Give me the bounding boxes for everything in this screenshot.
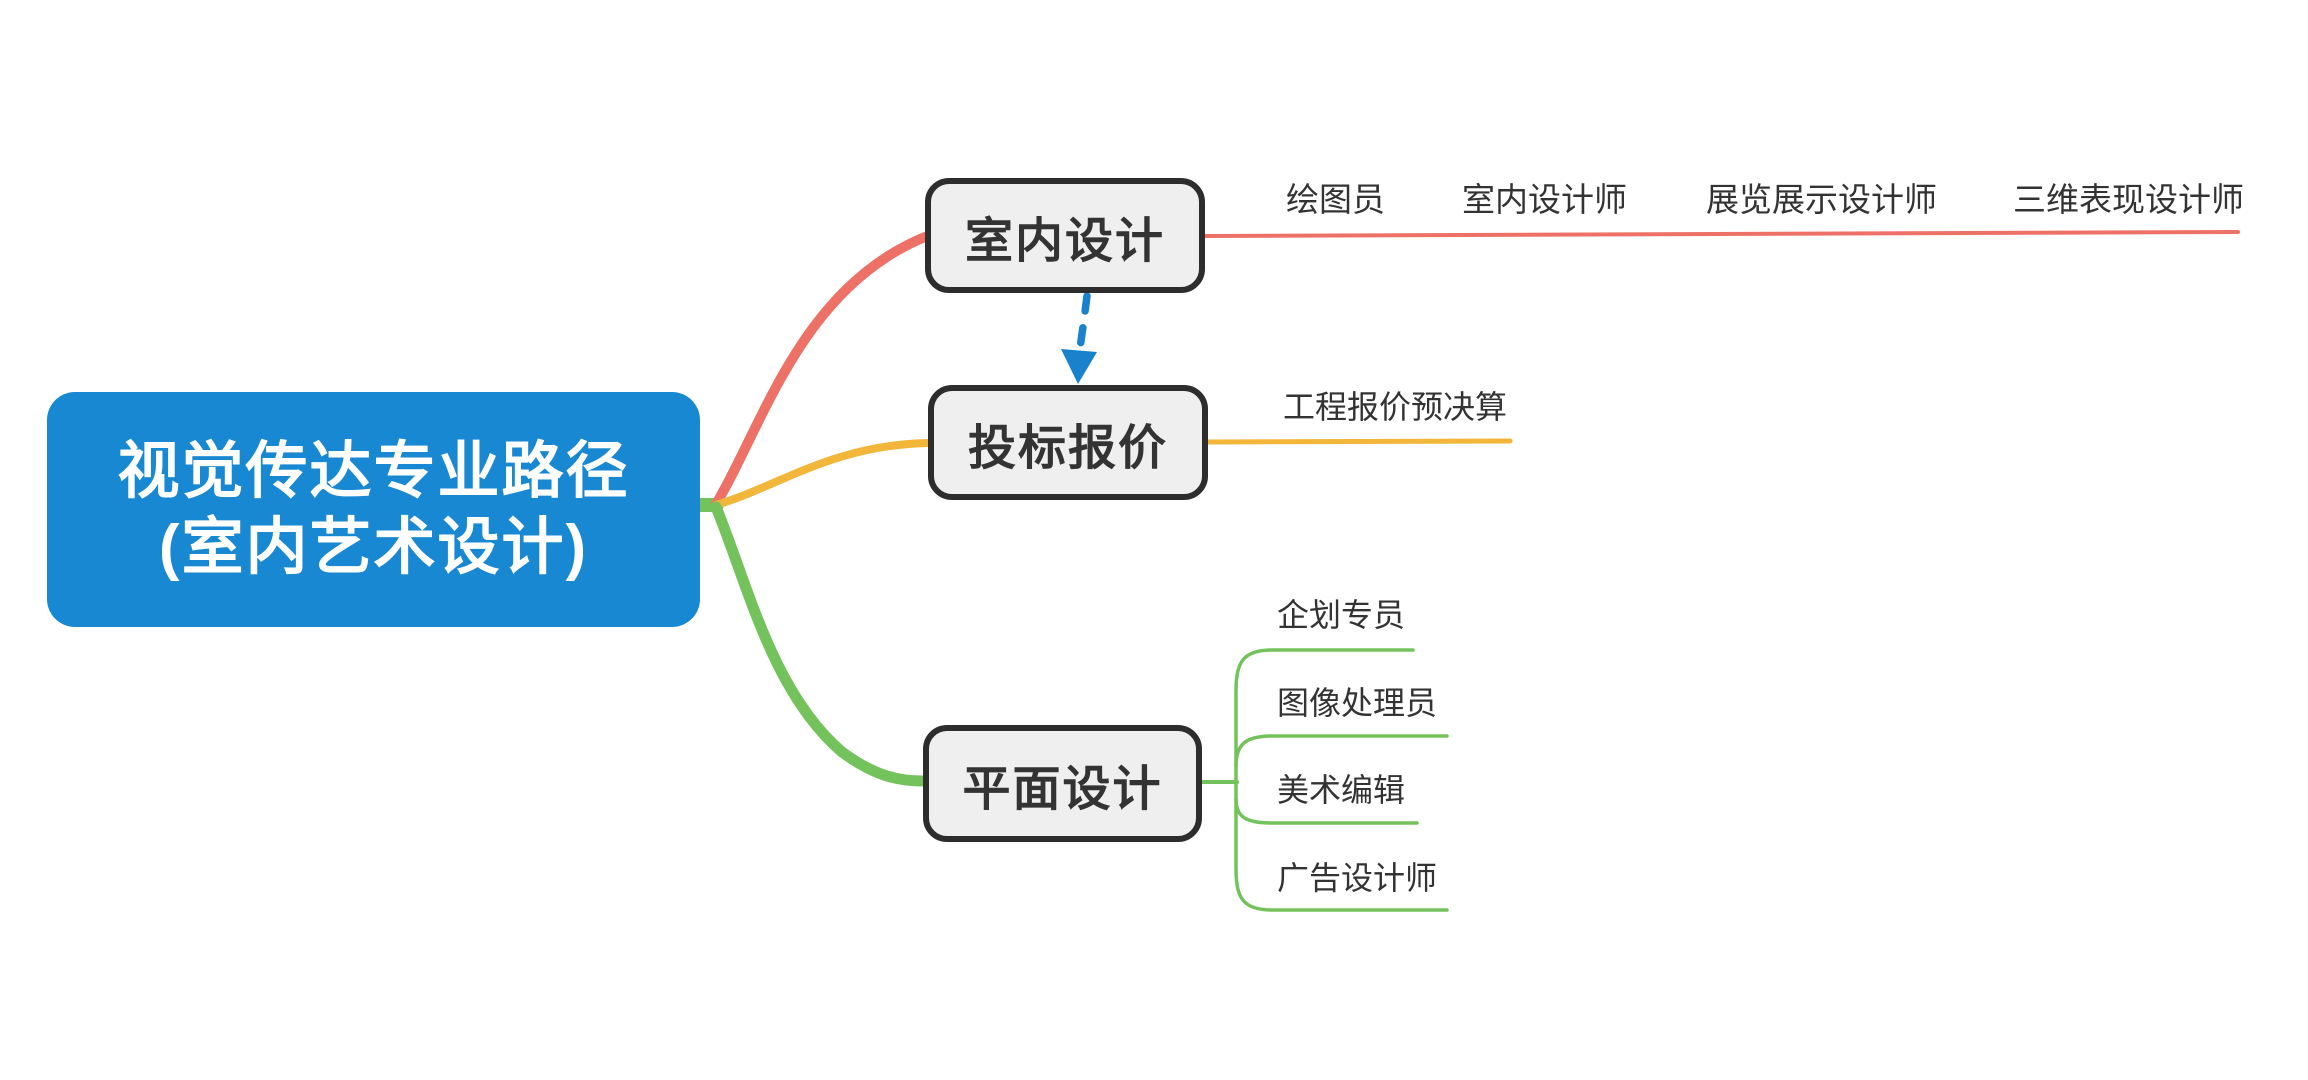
branch-label: 投标报价: [967, 421, 1168, 475]
relationship-arrow[interactable]: [1061, 292, 1097, 384]
graphic-design-child-tree-outer: [1234, 648, 1449, 912]
branch-node-graphic-design[interactable]: 平面设计: [923, 725, 1202, 842]
branch-label: 平面设计: [962, 762, 1163, 816]
leaf-node-art-editor[interactable]: 美术编辑: [1277, 772, 1406, 808]
root-title-line2: (室内艺术设计): [158, 512, 589, 582]
relationship-arrow-line: [1076, 292, 1091, 352]
root-topic-node[interactable]: 视觉传达专业路径 (室内艺术设计): [47, 392, 700, 627]
leaf-node-planning-specialist[interactable]: 企划专员: [1277, 597, 1406, 633]
branch-curve-bid-quotation: [712, 439, 932, 509]
root-title-line1: 视觉传达专业路径: [117, 436, 630, 506]
branch-curve-graphic-design: [710, 501, 929, 787]
leaf-node-image-processor[interactable]: 图像处理员: [1277, 685, 1438, 721]
leaf-node-project-quotation-budget[interactable]: 工程报价预决算: [1283, 389, 1508, 425]
leaf-line-interior-design: [1203, 230, 2240, 238]
branch-curve-interior-design: [711, 232, 930, 509]
branch-node-interior-design[interactable]: 室内设计: [925, 178, 1205, 293]
branch-label: 室内设计: [964, 214, 1165, 268]
leaf-node-exhibition-designer[interactable]: 展览展示设计师: [1706, 181, 1937, 218]
branch-node-bid-quotation[interactable]: 投标报价: [928, 385, 1208, 500]
leaf-node-3d-visualization-designer[interactable]: 三维表现设计师: [2013, 181, 2244, 218]
relationship-arrowhead-icon: [1061, 349, 1097, 384]
graphic-design-child-line-2: [1234, 734, 1449, 768]
leaf-node-draftsman[interactable]: 绘图员: [1286, 181, 1385, 218]
graphic-design-child-line-3: [1234, 797, 1419, 825]
leaf-line-bid-quotation: [1202, 438, 1513, 445]
leaf-node-interior-designer[interactable]: 室内设计师: [1462, 181, 1627, 218]
leaf-node-ad-designer[interactable]: 广告设计师: [1277, 860, 1438, 896]
